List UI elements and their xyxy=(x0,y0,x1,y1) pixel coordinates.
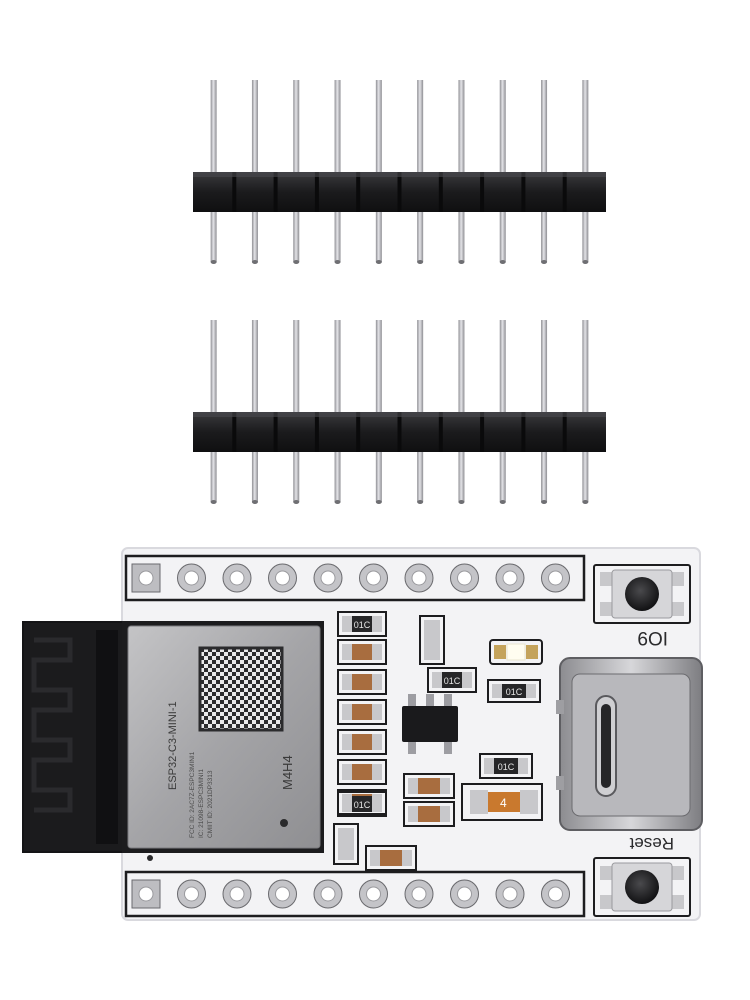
smd-code: 01C xyxy=(498,762,515,772)
pin-hole xyxy=(404,879,434,909)
module-fine-print-2: IC: 21098-ESPC3MINI1 xyxy=(198,769,205,838)
header-pin xyxy=(251,320,258,504)
header-pin xyxy=(541,320,548,504)
smd-components: 01C 01C 01C 01C 01C xyxy=(333,611,541,871)
header-pin xyxy=(417,80,424,264)
pin-hole xyxy=(177,563,206,593)
header-pin xyxy=(458,320,465,504)
pin-hole xyxy=(177,879,206,909)
pin-hole xyxy=(495,563,525,593)
header-pin xyxy=(210,320,217,504)
header-pin xyxy=(417,320,424,504)
smd-part xyxy=(337,669,387,695)
top-pin-row-outline xyxy=(124,554,586,602)
usb-c-connector[interactable] xyxy=(556,657,703,831)
smd-part xyxy=(333,823,359,865)
header-pin xyxy=(334,320,341,504)
smd-part xyxy=(337,729,387,755)
header-pin xyxy=(499,80,506,264)
pin-hole xyxy=(495,879,525,909)
bottom-pin-row-outline xyxy=(124,870,586,918)
pcb-board: ESP32-C3-MINI-1 M4H4 FCC ID: 2AC7Z-ESPC3… xyxy=(22,547,703,921)
smd-part: 01C xyxy=(337,611,387,637)
smd-code: 01C xyxy=(354,800,371,810)
pin-hole xyxy=(313,563,343,593)
header-pin xyxy=(293,80,300,264)
pin-hole xyxy=(131,879,161,909)
header-pin xyxy=(582,80,589,264)
smd-part xyxy=(365,845,417,871)
pin-hole xyxy=(222,879,252,909)
smd-part xyxy=(337,699,387,725)
header-pin xyxy=(499,320,506,504)
smd-part: 01C xyxy=(487,679,541,703)
smd-part xyxy=(337,639,387,665)
header-pin xyxy=(541,80,548,264)
smd-part: 01C xyxy=(337,791,387,817)
power-led xyxy=(489,639,543,665)
header-pin xyxy=(375,320,382,504)
header-pin xyxy=(334,80,341,264)
pin-header-top xyxy=(193,80,606,264)
pin-hole xyxy=(222,563,252,593)
antenna xyxy=(22,621,126,853)
pin-hole xyxy=(450,563,479,593)
pin-hole xyxy=(541,879,570,909)
smd-code: 01C xyxy=(506,687,523,697)
smd-part: 01C xyxy=(427,667,477,693)
pin-hole xyxy=(268,563,297,593)
module-fine-print-1: FCC ID: 2AC7Z-ESPC3MINI1 xyxy=(189,751,196,838)
smd-part xyxy=(403,801,455,827)
header-pin xyxy=(210,80,217,264)
voltage-regulator-chip xyxy=(402,694,458,754)
module-name-label: ESP32-C3-MINI-1 xyxy=(167,701,179,790)
pin-header-bottom xyxy=(193,320,606,504)
module-fine-print-3: CMIIT ID: 2021DP3313 xyxy=(207,770,214,838)
header-pin xyxy=(582,320,589,504)
esp32-c3-mini-module: ESP32-C3-MINI-1 M4H4 FCC ID: 2AC7Z-ESPC3… xyxy=(122,621,324,853)
pin-hole xyxy=(359,563,388,593)
pin-hole xyxy=(359,879,388,909)
smd-part xyxy=(337,759,387,785)
module-marking-label: M4H4 xyxy=(280,755,295,790)
reset-label: Reset xyxy=(629,834,674,853)
header-pin xyxy=(375,80,382,264)
pin-hole xyxy=(268,879,297,909)
top-pin-holes xyxy=(131,563,570,593)
reset-button[interactable] xyxy=(593,857,691,917)
pin-hole xyxy=(541,563,570,593)
header-pin xyxy=(251,80,258,264)
pin-hole xyxy=(404,563,434,593)
smd-code: 01C xyxy=(354,620,371,630)
resistor-code: 4 xyxy=(500,796,507,810)
header-pin xyxy=(458,80,465,264)
header-pin xyxy=(293,320,300,504)
smd-part xyxy=(403,773,455,799)
orange-resistor: 4 xyxy=(461,783,543,821)
smd-part: 01C xyxy=(479,753,533,779)
qr-code xyxy=(200,648,282,730)
smd-part xyxy=(419,615,445,665)
smd-code: 01C xyxy=(444,676,461,686)
pin-hole xyxy=(131,563,161,593)
pin-hole xyxy=(450,879,479,909)
io9-button[interactable] xyxy=(593,564,691,624)
io9-label: IO9 xyxy=(637,627,668,648)
pin-hole xyxy=(313,879,343,909)
bottom-pin-holes xyxy=(131,879,570,909)
